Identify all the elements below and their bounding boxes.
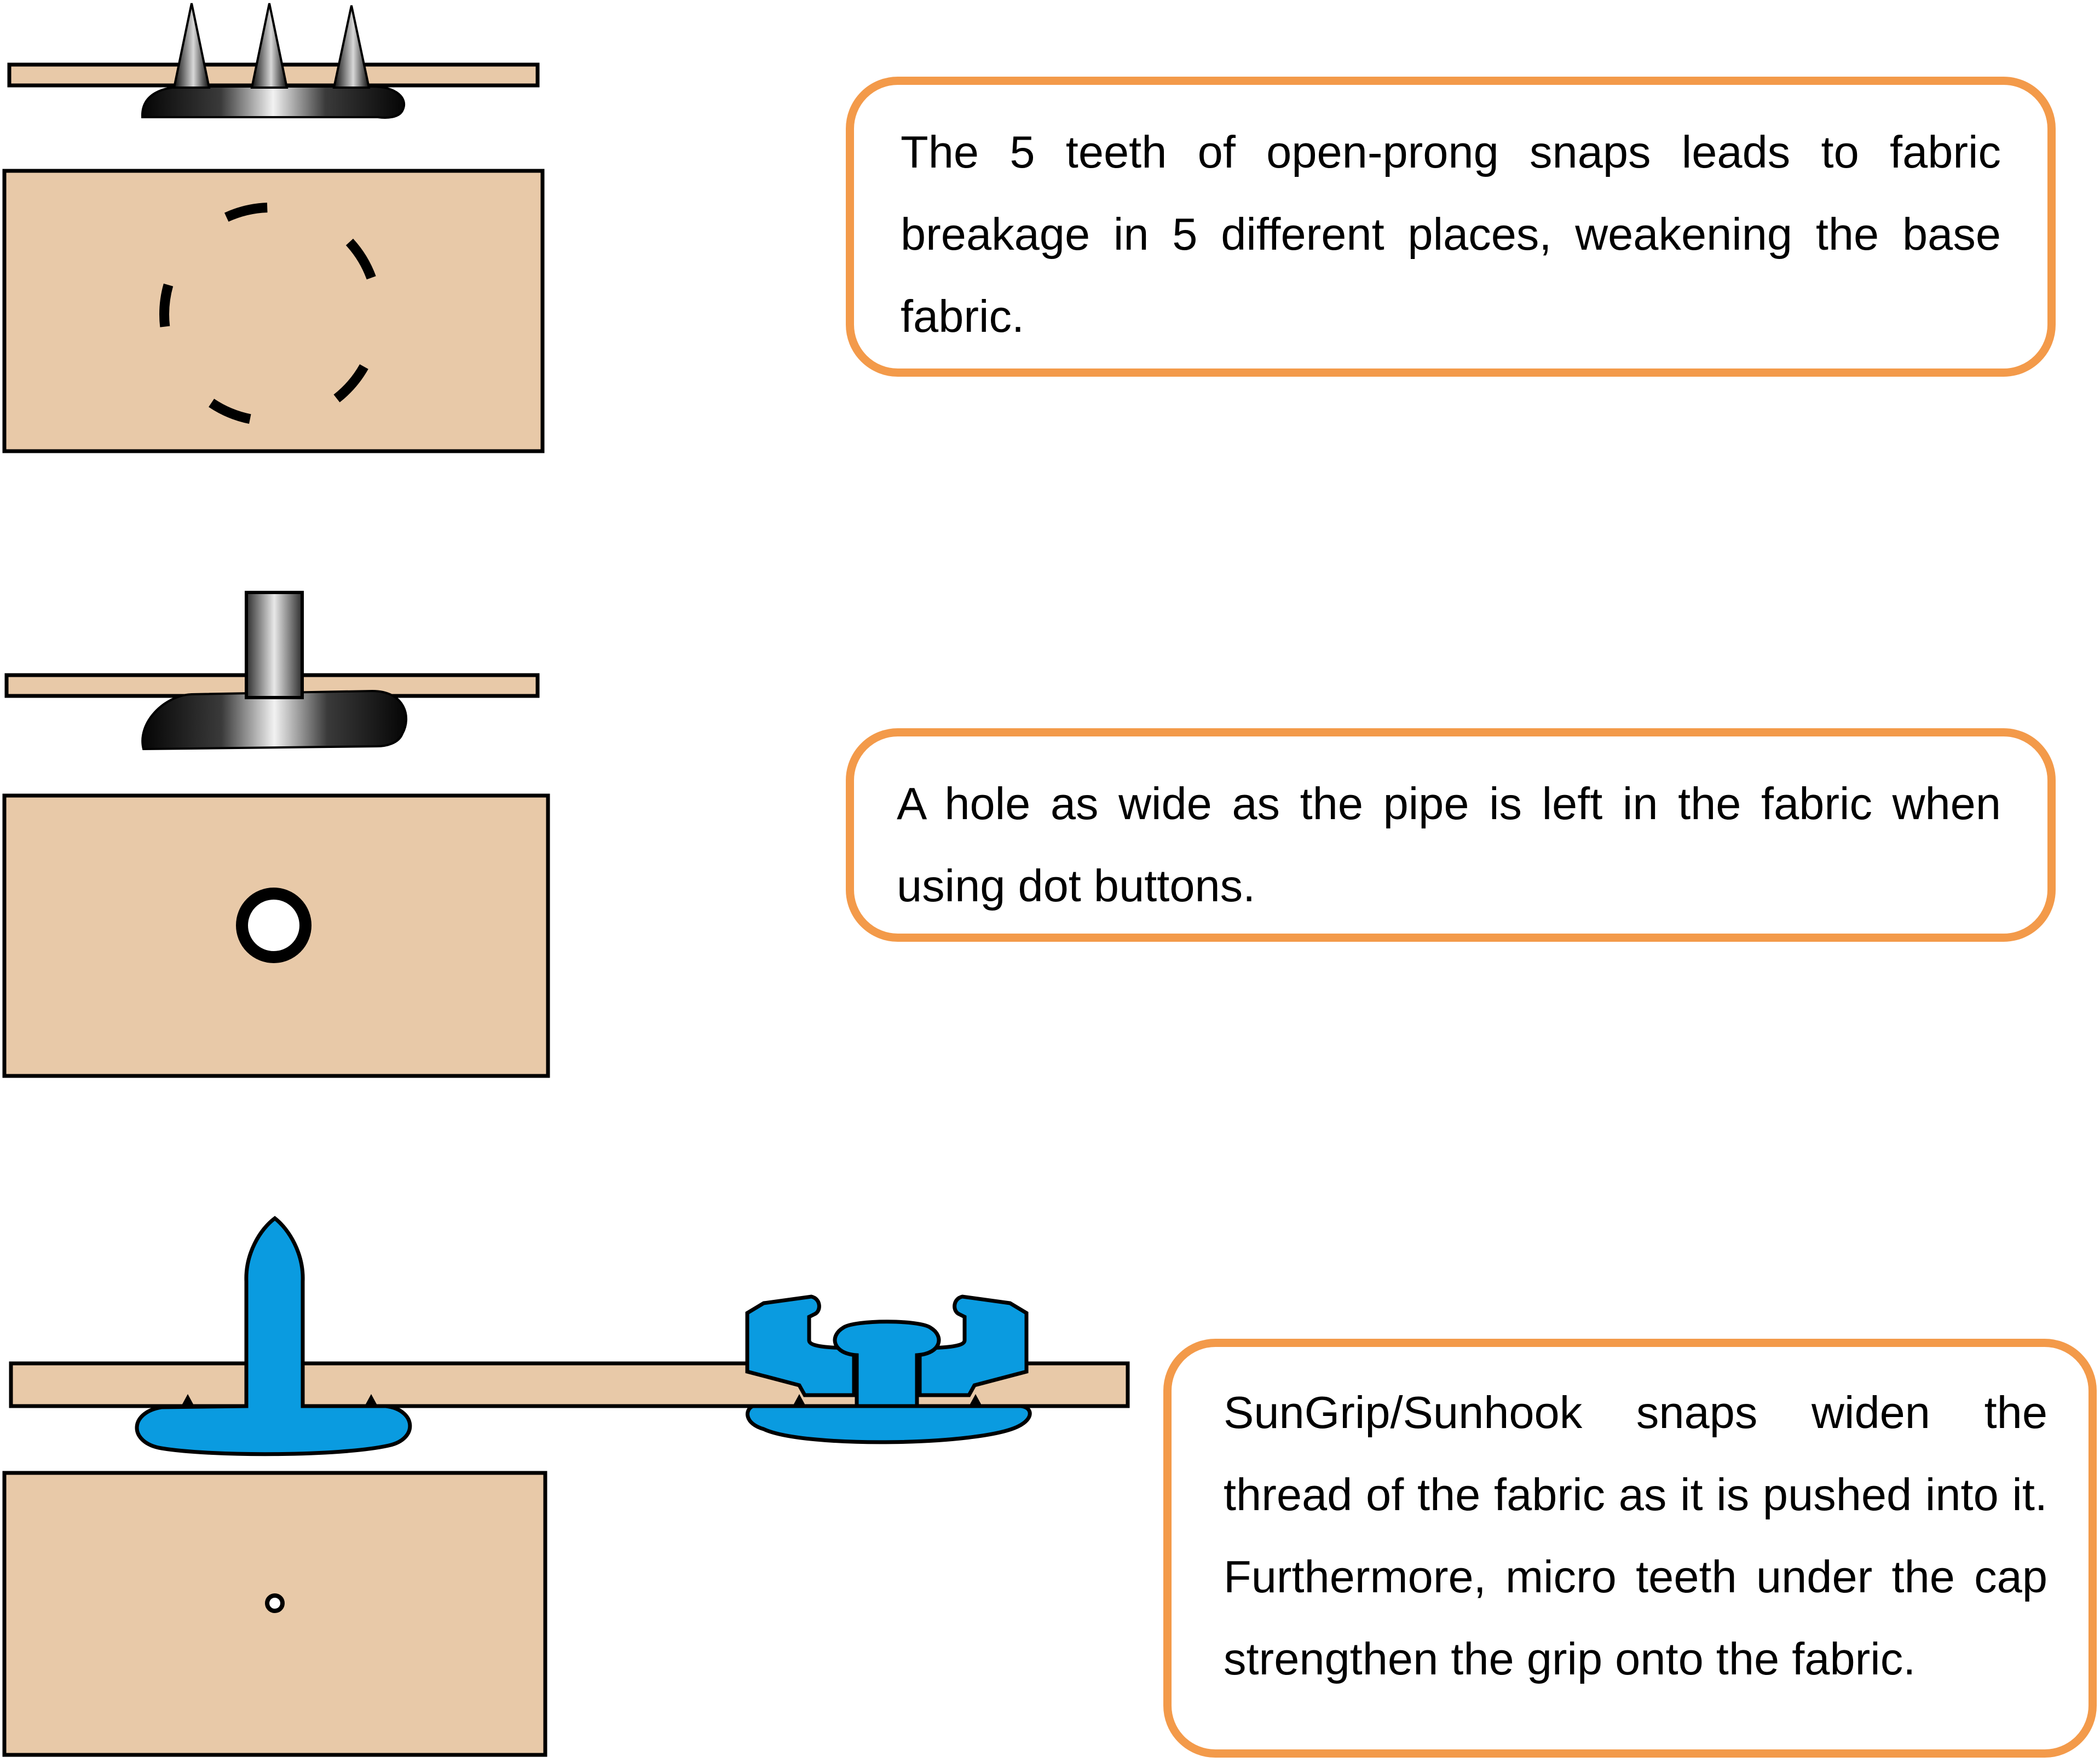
micro-tooth bbox=[969, 1394, 982, 1406]
dot-button-cap bbox=[141, 689, 408, 751]
micro-tooth bbox=[793, 1394, 806, 1406]
dot-button-illustration bbox=[2, 591, 550, 1078]
open-prong-teeth bbox=[172, 3, 371, 89]
sunhook-center-post bbox=[833, 1320, 941, 1408]
micro-tooth bbox=[181, 1394, 195, 1407]
open-prong-callout: The 5 teeth of open-prong snaps leads to… bbox=[846, 77, 2056, 377]
sungrip-callout-text: SunGrip/Sunhook snaps widen the thread o… bbox=[1224, 1387, 2047, 1684]
dot-button-callout-text: A hole as wide as the pipe is left in th… bbox=[897, 778, 2001, 911]
fabric-swatch bbox=[2, 1471, 547, 1757]
prong-tooth bbox=[172, 3, 211, 89]
sunhook-socket bbox=[746, 1404, 1032, 1444]
open-prong-cap bbox=[141, 85, 405, 119]
dot-button-callout: A hole as wide as the pipe is left in th… bbox=[846, 728, 2056, 942]
sungrip-illustration bbox=[2, 1216, 1130, 1757]
sungrip-stud bbox=[135, 1216, 412, 1456]
sungrip-callout: SunGrip/Sunhook snaps widen the thread o… bbox=[1163, 1339, 2097, 1758]
micro-hole bbox=[265, 1593, 285, 1613]
prong-tooth bbox=[332, 5, 371, 89]
prong-tooth bbox=[250, 3, 289, 89]
open-prong-callout-text: The 5 teeth of open-prong snaps leads to… bbox=[901, 126, 2001, 342]
micro-tooth bbox=[364, 1394, 378, 1407]
pipe-hole bbox=[236, 888, 311, 963]
fabric-swatch bbox=[2, 169, 545, 453]
five-tooth-puncture-ring bbox=[159, 203, 383, 426]
open-prong-illustration bbox=[2, 3, 545, 453]
dot-button-pipe bbox=[245, 591, 304, 699]
